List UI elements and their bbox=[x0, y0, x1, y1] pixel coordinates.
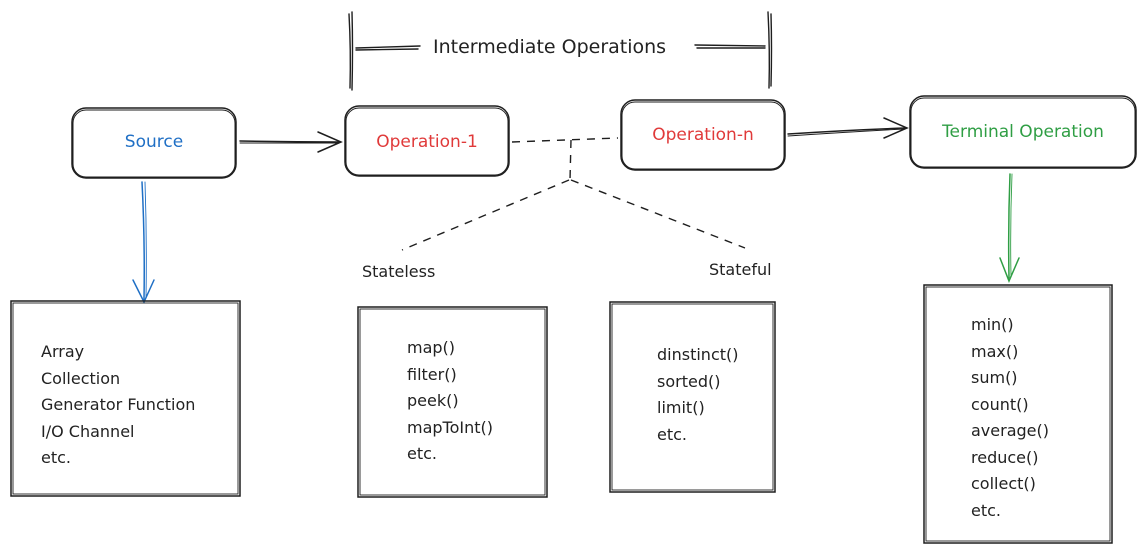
source-label: Source bbox=[124, 132, 184, 152]
list-item: limit() bbox=[657, 398, 705, 417]
list-item: etc. bbox=[657, 424, 687, 444]
list-item: min() bbox=[971, 315, 1014, 334]
stateless-list: map() filter() peek() mapToInt() etc. bbox=[407, 335, 493, 468]
list-item: Collection bbox=[41, 368, 121, 388]
arrow-operation-n-to-terminal bbox=[787, 117, 909, 139]
list-item: etc. bbox=[41, 448, 71, 467]
intermediate-operations-title: Intermediate Operations bbox=[433, 36, 667, 58]
list-item: reduce() bbox=[971, 447, 1039, 467]
operation-n-label: Operation-n bbox=[652, 125, 754, 145]
stateless-label: Stateless bbox=[362, 262, 436, 281]
list-item: peek() bbox=[407, 391, 459, 410]
list-item: etc. bbox=[971, 500, 1001, 520]
arrow-source-to-operation-1 bbox=[239, 131, 343, 153]
list-item: Array bbox=[41, 342, 85, 361]
terminal-list-box bbox=[923, 284, 1113, 544]
arrow-terminal-to-list bbox=[999, 173, 1020, 283]
stateless-list-box bbox=[357, 306, 548, 498]
list-item: etc. bbox=[407, 444, 437, 463]
intermediate-bracket bbox=[348, 11, 773, 91]
terminal-operation-box bbox=[909, 95, 1137, 169]
list-item: dinstinct() bbox=[657, 345, 739, 364]
list-item: max() bbox=[971, 341, 1019, 361]
stateful-list-box bbox=[609, 301, 776, 493]
list-item: count() bbox=[971, 394, 1029, 414]
source-box bbox=[71, 107, 237, 179]
list-item: filter() bbox=[407, 364, 457, 384]
list-item: collect() bbox=[971, 474, 1036, 493]
stateful-label: Stateful bbox=[709, 260, 772, 279]
arrow-source-to-list bbox=[132, 181, 155, 304]
list-item: Generator Function bbox=[41, 395, 196, 414]
source-list-box bbox=[10, 300, 241, 497]
list-item: mapToInt() bbox=[407, 417, 494, 437]
operation-1-box bbox=[344, 105, 510, 177]
dashed-link-operations bbox=[401, 137, 746, 251]
list-item: I/O Channel bbox=[41, 421, 135, 441]
list-item: map() bbox=[407, 338, 456, 357]
terminal-operation-label: Terminal Operation bbox=[942, 122, 1104, 142]
list-item: average() bbox=[971, 421, 1049, 440]
terminal-list: min() max() sum() count() average() reduce() c… bbox=[971, 312, 1049, 524]
list-item: sum() bbox=[971, 368, 1018, 387]
list-item: sorted() bbox=[657, 371, 721, 391]
stateful-list: dinstinct() sorted() limit() etc. bbox=[657, 342, 739, 448]
operation-n-box bbox=[620, 99, 786, 171]
operation-1-label: Operation-1 bbox=[376, 132, 478, 152]
